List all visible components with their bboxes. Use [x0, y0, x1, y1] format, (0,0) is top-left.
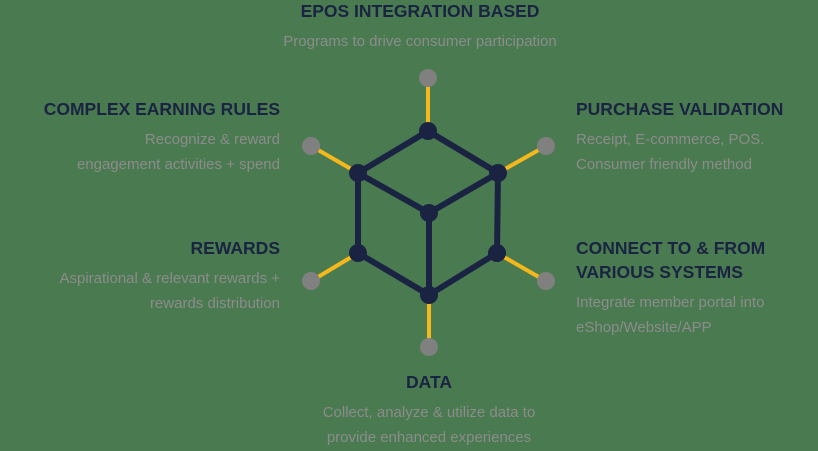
- dot-upper-left: [302, 137, 320, 155]
- section-description-line: engagement activities + spend: [76, 156, 280, 173]
- section-title: DATA: [405, 372, 452, 392]
- section-title: EPOS INTEGRATION BASED: [300, 1, 540, 21]
- section-description-line: Consumer friendly method: [576, 156, 752, 173]
- section-title-line: CONNECT TO & FROM: [576, 238, 766, 258]
- section-description-line: rewards distribution: [149, 295, 280, 312]
- section-description-line: eShop/Website/APP: [576, 319, 712, 336]
- dot-top: [419, 69, 437, 87]
- section-complex-earning-rules: COMPLEX EARNING RULES Recognize & reward…: [0, 98, 280, 176]
- section-description-line: provide enhanced experiences: [326, 429, 532, 446]
- section-title-line: VARIOUS SYSTEMS: [576, 262, 743, 282]
- section-description-line: Integrate member portal into: [576, 294, 765, 311]
- section-connect-systems: CONNECT TO & FROM VARIOUS SYSTEMS Integr…: [576, 237, 818, 339]
- section-description: Programs to drive consumer participation: [283, 33, 557, 50]
- dot-lower-left: [302, 272, 320, 290]
- section-purchase-validation: PURCHASE VALIDATION Receipt, E-commerce,…: [576, 98, 818, 176]
- dot-upper-right: [537, 137, 555, 155]
- section-description-line: Recognize & reward: [144, 131, 280, 148]
- cube-nodes: [349, 122, 507, 304]
- dot-bottom: [420, 338, 438, 356]
- outer-dots: [302, 69, 555, 356]
- section-title: COMPLEX EARNING RULES: [43, 99, 280, 119]
- section-epos-integration: EPOS INTEGRATION BASED Programs to drive…: [230, 0, 610, 53]
- dot-lower-right: [537, 272, 555, 290]
- section-description-line: Collect, analyze & utilize data to: [322, 404, 536, 421]
- section-title: REWARDS: [190, 238, 280, 258]
- section-rewards: REWARDS Aspirational & relevant rewards …: [0, 237, 280, 315]
- section-data: DATA Collect, analyze & utilize data to …: [279, 371, 579, 449]
- section-description-line: Receipt, E-commerce, POS.: [576, 131, 765, 148]
- section-description-line: Aspirational & relevant rewards +: [59, 270, 280, 287]
- section-title: PURCHASE VALIDATION: [576, 99, 784, 119]
